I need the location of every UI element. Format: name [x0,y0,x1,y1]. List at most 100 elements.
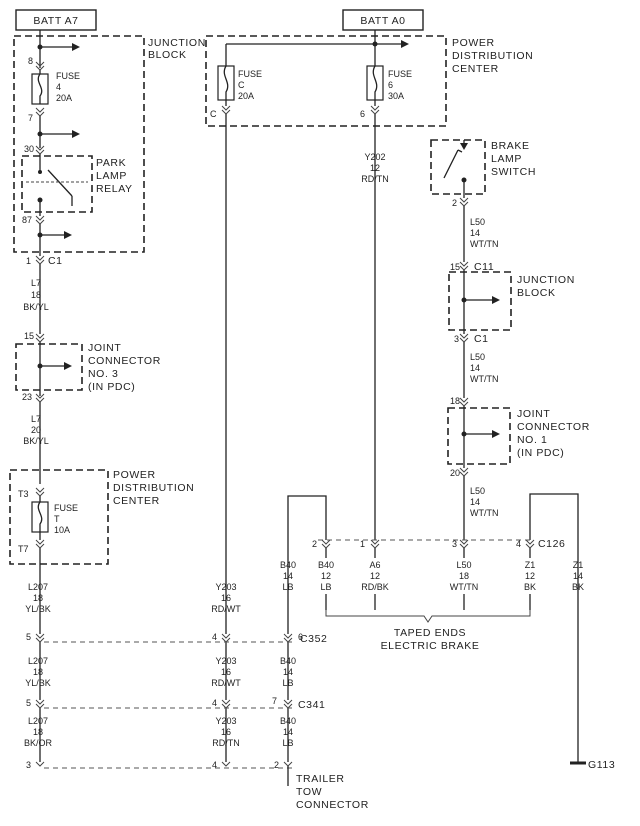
l50-c-color: WT/TN [470,508,499,518]
pdc-top: POWER DISTRIBUTION CENTER FUSE C 20A C F… [205,30,533,127]
junction-block-left-label-1: JUNCTION [148,37,206,49]
jc3-label-1: JOINT [88,342,121,354]
l207-c-gauge: 18 [33,727,43,737]
jc1-label-2: CONNECTOR [517,421,590,433]
c352-pin-4: 4 [212,632,217,642]
c1-pin-1: 1 [26,256,31,266]
pdc-lower-pin-t7: T7 [18,544,29,554]
pdc-lower-label-3: CENTER [113,495,160,507]
z1-a-gauge: 12 [525,571,535,581]
b40-a-code: B40 [280,560,296,570]
c126-pin-4: 4 [516,539,521,549]
taped-ends-label-1: TAPED ENDS [394,627,466,639]
bls-label-1: BRAKE [491,140,530,152]
park-lamp-relay-box [21,155,93,213]
ground-label: G113 [588,759,615,771]
bls-label-2: LAMP [491,153,522,165]
relay-pin-30: 30 [24,144,34,154]
l50-b-color: WT/TN [470,374,499,384]
jc1-pin-20: 20 [450,468,460,478]
bls-label-3: SWITCH [491,166,536,178]
c341-label: C341 [298,699,326,711]
y203-a-code: Y203 [215,582,236,592]
fuse-t-label-2: T [54,514,60,524]
c126-label: C126 [538,538,566,550]
fuse-4-label-1: FUSE [56,71,80,81]
relay-label-3: RELAY [96,183,133,195]
bus-arrow-icon [492,430,500,438]
pdc-lower-pin-t3: T3 [18,489,29,499]
jc1-label-4: (IN PDC) [517,447,564,459]
jb-right-pin-15: 15 [450,262,460,272]
l50-a-color: WT/TN [470,239,499,249]
fuse-4-label-2: 4 [56,82,61,92]
jb-left-pin-7: 7 [28,113,33,123]
l50-b-gauge: 14 [470,363,480,373]
y203-a-color: RD/WT [211,604,241,614]
jb-right-label-1: JUNCTION [517,274,575,286]
y202-color: RD/TN [361,174,389,184]
fuse-6-label-2: 6 [388,80,393,90]
pdc-top-label-2: DISTRIBUTION [452,50,533,62]
b40-c126-color: LB [320,582,331,592]
bus-arrow-icon [64,362,72,370]
batt-a7-source: BATT A7 [15,9,97,31]
l50-a-code: L50 [470,217,485,227]
jb-right-pin-3: 3 [454,334,459,344]
c126-connector: 2 1 3 4 C126 B40 12 LB A6 12 RD/BK L50 1… [312,538,566,652]
taped-ends-bracket [325,610,531,623]
y203-b-code: Y203 [215,656,236,666]
bus-arrow-icon [72,43,80,51]
jc3-pin-23: 23 [22,392,32,402]
y203-c-gauge: 16 [221,727,231,737]
batt-a7-label: BATT A7 [33,15,78,27]
jc3-pin-15: 15 [24,331,34,341]
batt-a0-source: BATT A0 [342,9,424,31]
brake-lamp-switch-box [430,139,486,195]
jc3-label-4: (IN PDC) [88,381,135,393]
trailer-label-2: TOW [296,786,322,798]
l50-c126-gauge: 18 [459,571,469,581]
jb-right-c11: C11 [474,261,494,273]
b40-b-code: B40 [280,656,296,666]
z1-b-code: Z1 [573,560,584,570]
trailer-label-3: CONNECTOR [296,799,369,811]
l50-b-code: L50 [470,352,485,362]
l50-c-gauge: 14 [470,497,480,507]
z1-a-color: BK [524,582,536,592]
l207-c-color: BK/OR [24,738,53,748]
junction-block-left-label-2: BLOCK [148,49,187,61]
bus-arrow-icon [64,231,72,239]
l50-c126-color: WT/TN [450,582,479,592]
jb-right-c1: C1 [474,333,489,345]
bus-arrow-icon [492,296,500,304]
b40-a-color: LB [282,582,293,592]
b40-c-color: LB [282,738,293,748]
c126-pin-3: 3 [452,539,457,549]
a6-color: RD/BK [361,582,389,592]
left-circuit: JUNCTION BLOCK 8 FUSE 4 20A 7 30 PARK [9,30,206,770]
l50-c-code: L50 [470,486,485,496]
junction-block-right-box [448,271,512,331]
l7-upper-gauge: 18 [31,290,41,300]
jc1-label-1: JOINT [517,408,550,420]
fuse-c-label-2: C [238,80,245,90]
pdc-lower-label-2: DISTRIBUTION [113,482,194,494]
a6-code: A6 [369,560,380,570]
right-circuit: BRAKE LAMP SWITCH 2 L50 14 WT/TN 15 C11 … [430,139,615,771]
y203-b-color: RD/WT [211,678,241,688]
joint-connector-3-box [15,343,83,391]
trailer-label-1: TRAILER [296,773,345,785]
bus-arrow-icon [401,40,409,48]
y203-c-code: Y203 [215,716,236,726]
jc3-label-3: NO. 3 [88,368,118,380]
c341-pin-5: 5 [26,698,31,708]
fuse-t-label-1: FUSE [54,503,78,513]
trailer-pin-3: 3 [26,760,31,770]
c126-pin-1: 1 [360,539,365,549]
l207-b-color: YL/BK [25,678,51,688]
y203-b-gauge: 16 [221,667,231,677]
trailer-pin-2: 2 [274,760,279,770]
l207-b-gauge: 18 [33,667,43,677]
